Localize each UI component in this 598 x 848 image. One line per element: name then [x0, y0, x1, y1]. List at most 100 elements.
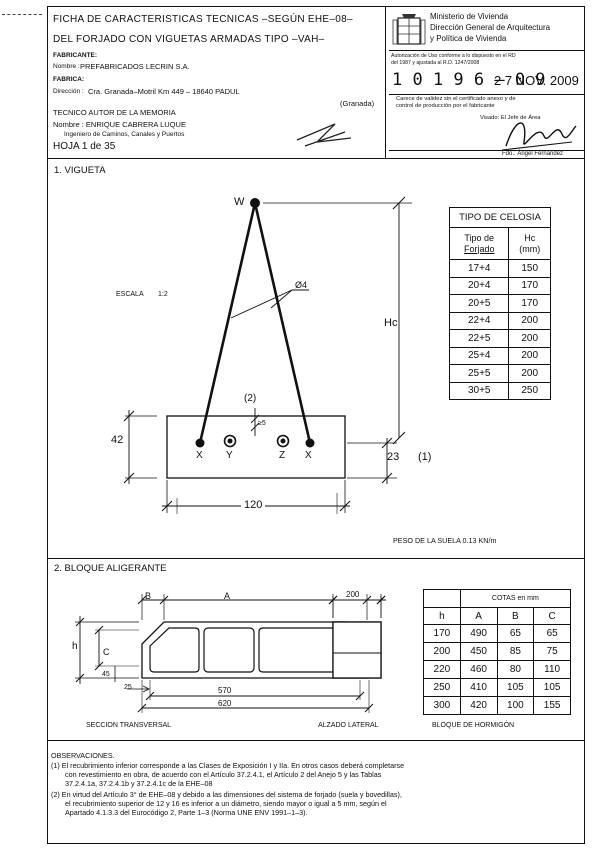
table-cell: 250	[508, 381, 551, 400]
table-cell: 80	[496, 660, 535, 679]
tecnico-nombre: Nombre : ENRIQUE CABRERA LUQUE	[53, 120, 186, 129]
alzado-lateral: ALZADO LATERAL	[318, 722, 379, 729]
stamp-numero: 1 0 1 9 6 – 0 9	[392, 70, 546, 90]
table-cell: 170	[423, 624, 461, 643]
table-cell: 200	[508, 364, 551, 383]
celosia-col-hc-line1: Hc	[524, 232, 536, 243]
label-25: 25	[124, 684, 132, 691]
hoja-number: HOJA 1 de 35	[53, 141, 116, 152]
table-cell: 300	[423, 696, 461, 715]
observaciones-top-rule	[47, 740, 585, 741]
table-cell: 450	[459, 642, 498, 661]
stamp-ministerio: Ministerio de Vivienda	[430, 12, 509, 21]
table-cell: 65	[533, 624, 571, 643]
cotas-header-b: B	[496, 607, 535, 625]
table-cell: 150	[508, 259, 551, 278]
obs1-line3: 37.2.4.1a, 37.2.4.1b y 37.2.4.1c de la E…	[65, 779, 213, 788]
header-title-line1: FICHA DE CARACTERISTICAS TECNICAS –SEGÚN…	[53, 14, 353, 25]
bar-x-right: X	[305, 450, 312, 461]
observaciones-title: OBSERVACIONES.	[51, 751, 115, 760]
section2-title: 2. BLOQUE ALIGERANTE	[54, 563, 167, 574]
table-cell: 25+5	[448, 364, 510, 383]
corner-mark	[2, 14, 42, 15]
label-hc: Hc	[384, 317, 398, 329]
bar-y: Y	[226, 450, 233, 461]
escala-value: 1:2	[158, 291, 168, 298]
table-cell: 200	[508, 329, 551, 348]
stamp-rule-1	[389, 50, 585, 51]
stamp-autorizacion-2: del 1987 y ajustada al R.D. 1247/2008	[391, 60, 480, 66]
coat-of-arms-icon	[392, 14, 426, 45]
header-bottom-rule	[47, 158, 585, 159]
label-h: h	[72, 641, 78, 652]
table-cell: 410	[459, 678, 498, 697]
stamp-direccion-general: Dirección General de Arquitectura	[430, 23, 551, 32]
label-570: 570	[218, 686, 232, 695]
label-120: 120	[241, 500, 266, 511]
label-1: (1)	[418, 451, 432, 463]
table-cell: 30+5	[448, 381, 510, 400]
document-sheet	[47, 6, 585, 844]
cotas-title: COTAS en mm	[459, 589, 572, 608]
cotas-header-a: A	[459, 607, 498, 625]
celosia-col-hc-line2: (mm)	[519, 243, 541, 254]
stamp-politica: y Política de Vivienda	[430, 34, 507, 43]
cotas-header-h: h	[423, 607, 461, 625]
table-cell: 85	[496, 642, 535, 661]
bar-x-left: X	[196, 450, 203, 461]
direccion-label: Dirección :	[53, 88, 84, 95]
cotas-header-c: C	[533, 607, 571, 625]
table-cell: 20+4	[448, 276, 510, 295]
table-cell: 220	[423, 660, 461, 679]
stamp-caracter-1: Carece de validez sin el certificado ane…	[396, 96, 516, 102]
table-cell: 65	[496, 624, 535, 643]
bar-z: Z	[279, 450, 286, 461]
nombre-value: PREFABRICADOS LECRIN S.A.	[80, 62, 190, 71]
obs1-line1: (1) El recubrimiento inferior correspond…	[51, 761, 405, 770]
table-cell: 25+4	[448, 346, 510, 365]
label-45: 45	[102, 671, 110, 678]
celosia-col-tipo-line2: Forjado	[463, 243, 495, 254]
stamp-caracter-2: control de producción por el fabricante	[396, 103, 495, 109]
seccion-transversal: SECCION TRANSVERSAL	[86, 722, 172, 729]
label-w: W	[234, 196, 245, 208]
table-cell: 100	[496, 696, 535, 715]
bloque-hormigon: BLOQUE DE HORMIGÓN	[432, 722, 515, 729]
vigueta-drawing	[123, 196, 412, 514]
celosia-col-tipo: Tipo de Forjado	[448, 227, 510, 260]
table-cell: 460	[459, 660, 498, 679]
table-cell: 20+5	[448, 294, 510, 313]
label-a: A	[224, 591, 231, 601]
table-cell: 155	[533, 696, 571, 715]
stamp-autorizacion-1: Autorización de Uso conforme a lo dispue…	[391, 53, 516, 59]
provincia-value: (Granada)	[340, 99, 375, 108]
stamp-signature	[501, 122, 577, 151]
celosia-col-tipo-line1: Tipo de	[464, 232, 495, 243]
stamp-fecha: 2 7 NOV. 2009	[494, 73, 579, 88]
label-ge5: ≥5	[258, 420, 266, 427]
alzado-lateral-drawing	[328, 594, 386, 679]
fabrica-label: FABRICA:	[53, 76, 85, 83]
nombre-label: Nombre :	[53, 63, 80, 70]
tecnico-label: TECNICO AUTOR DE LA MEMORIA	[53, 108, 176, 117]
label-2: (2)	[244, 393, 257, 404]
obs1-line2: con revestimiento en obra, de acuerdo co…	[65, 770, 382, 779]
label-23: 23	[387, 451, 400, 463]
celosia-col-hc: Hc (mm)	[508, 227, 551, 260]
obs2-line2: el recubrimiento superior de 12 y 16 es …	[65, 799, 387, 808]
table-cell: 420	[459, 696, 498, 715]
label-200: 200	[346, 590, 360, 599]
table-cell: 17+4	[448, 259, 510, 278]
section2-top-rule	[47, 558, 585, 559]
